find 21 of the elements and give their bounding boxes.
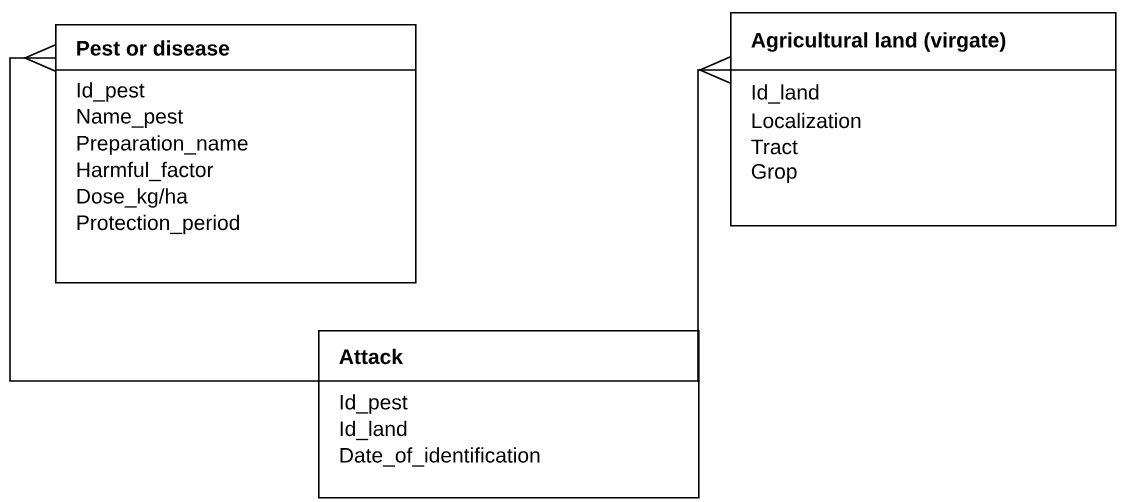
attribute-name: Name_pest [77,109,183,128]
entity-box [729,12,1117,227]
attribute-name: Id_land [752,84,819,104]
attribute-name: Localization [752,112,861,129]
attribute-name: Harmful_factor [77,161,214,182]
relationship-line [697,56,731,382]
attribute-name: Preparation_name [77,135,248,155]
attribute-name: Date_of_identification [340,447,540,467]
entity-box [54,24,417,284]
attribute-name: Protection_period [77,214,240,235]
relationship-line [9,44,319,382]
attribute-name: Id_land [340,420,407,441]
entity-title: Agricultural land (virgate) [751,32,1006,52]
entity-title: Attack [339,348,403,365]
attribute-name: Id_pest [340,394,408,414]
attribute-name: Dose_kg/ha [77,188,188,208]
attribute-name: Grop [751,164,797,183]
attribute-name: Id_pest [77,82,145,102]
entity-box [317,330,700,499]
attribute-name: Tract [751,139,798,155]
entity-title: Pest or disease [77,40,230,56]
